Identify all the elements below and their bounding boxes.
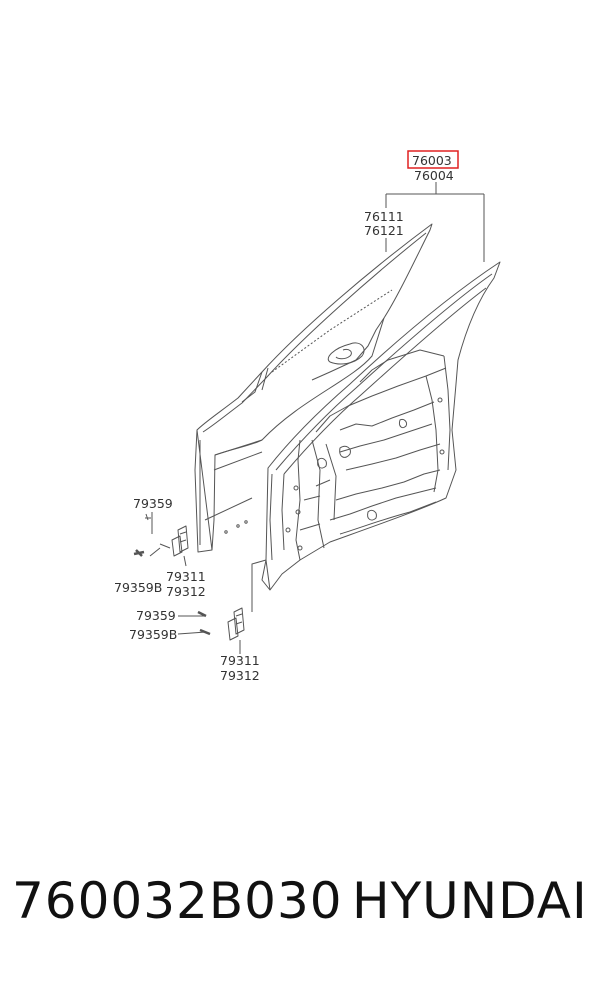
lower-hinge-drawing — [197, 607, 245, 641]
brand-name-caption: HYUNDAI — [352, 872, 588, 930]
door-outer-panel-drawing — [194, 223, 433, 553]
callout-upper-79359: 79359 — [133, 496, 173, 511]
callout-upper-79359b: 79359B — [114, 580, 162, 595]
selected-part-highlight — [407, 150, 459, 169]
callout-lower-79311: 79311 — [220, 653, 260, 668]
front-door-exploded-diagram: 76003 76004 76111 76121 79359 79359B 793… — [114, 150, 501, 683]
upper-hinge-drawing — [133, 513, 189, 557]
door-inner-frame-drawing — [261, 261, 501, 591]
callout-76004: 76004 — [414, 168, 454, 183]
leader-lines — [149, 182, 485, 654]
callout-76003: 76003 — [412, 153, 452, 168]
callout-upper-79311: 79311 — [166, 569, 206, 584]
callout-upper-79312: 79312 — [166, 584, 206, 599]
callout-lower-79359: 79359 — [136, 608, 176, 623]
callout-lower-79359b: 79359B — [129, 627, 177, 642]
callout-lower-79312: 79312 — [220, 668, 260, 683]
callout-76121: 76121 — [364, 223, 404, 238]
part-number-caption: 760032B030 — [12, 872, 343, 930]
callout-76111: 76111 — [364, 209, 404, 224]
